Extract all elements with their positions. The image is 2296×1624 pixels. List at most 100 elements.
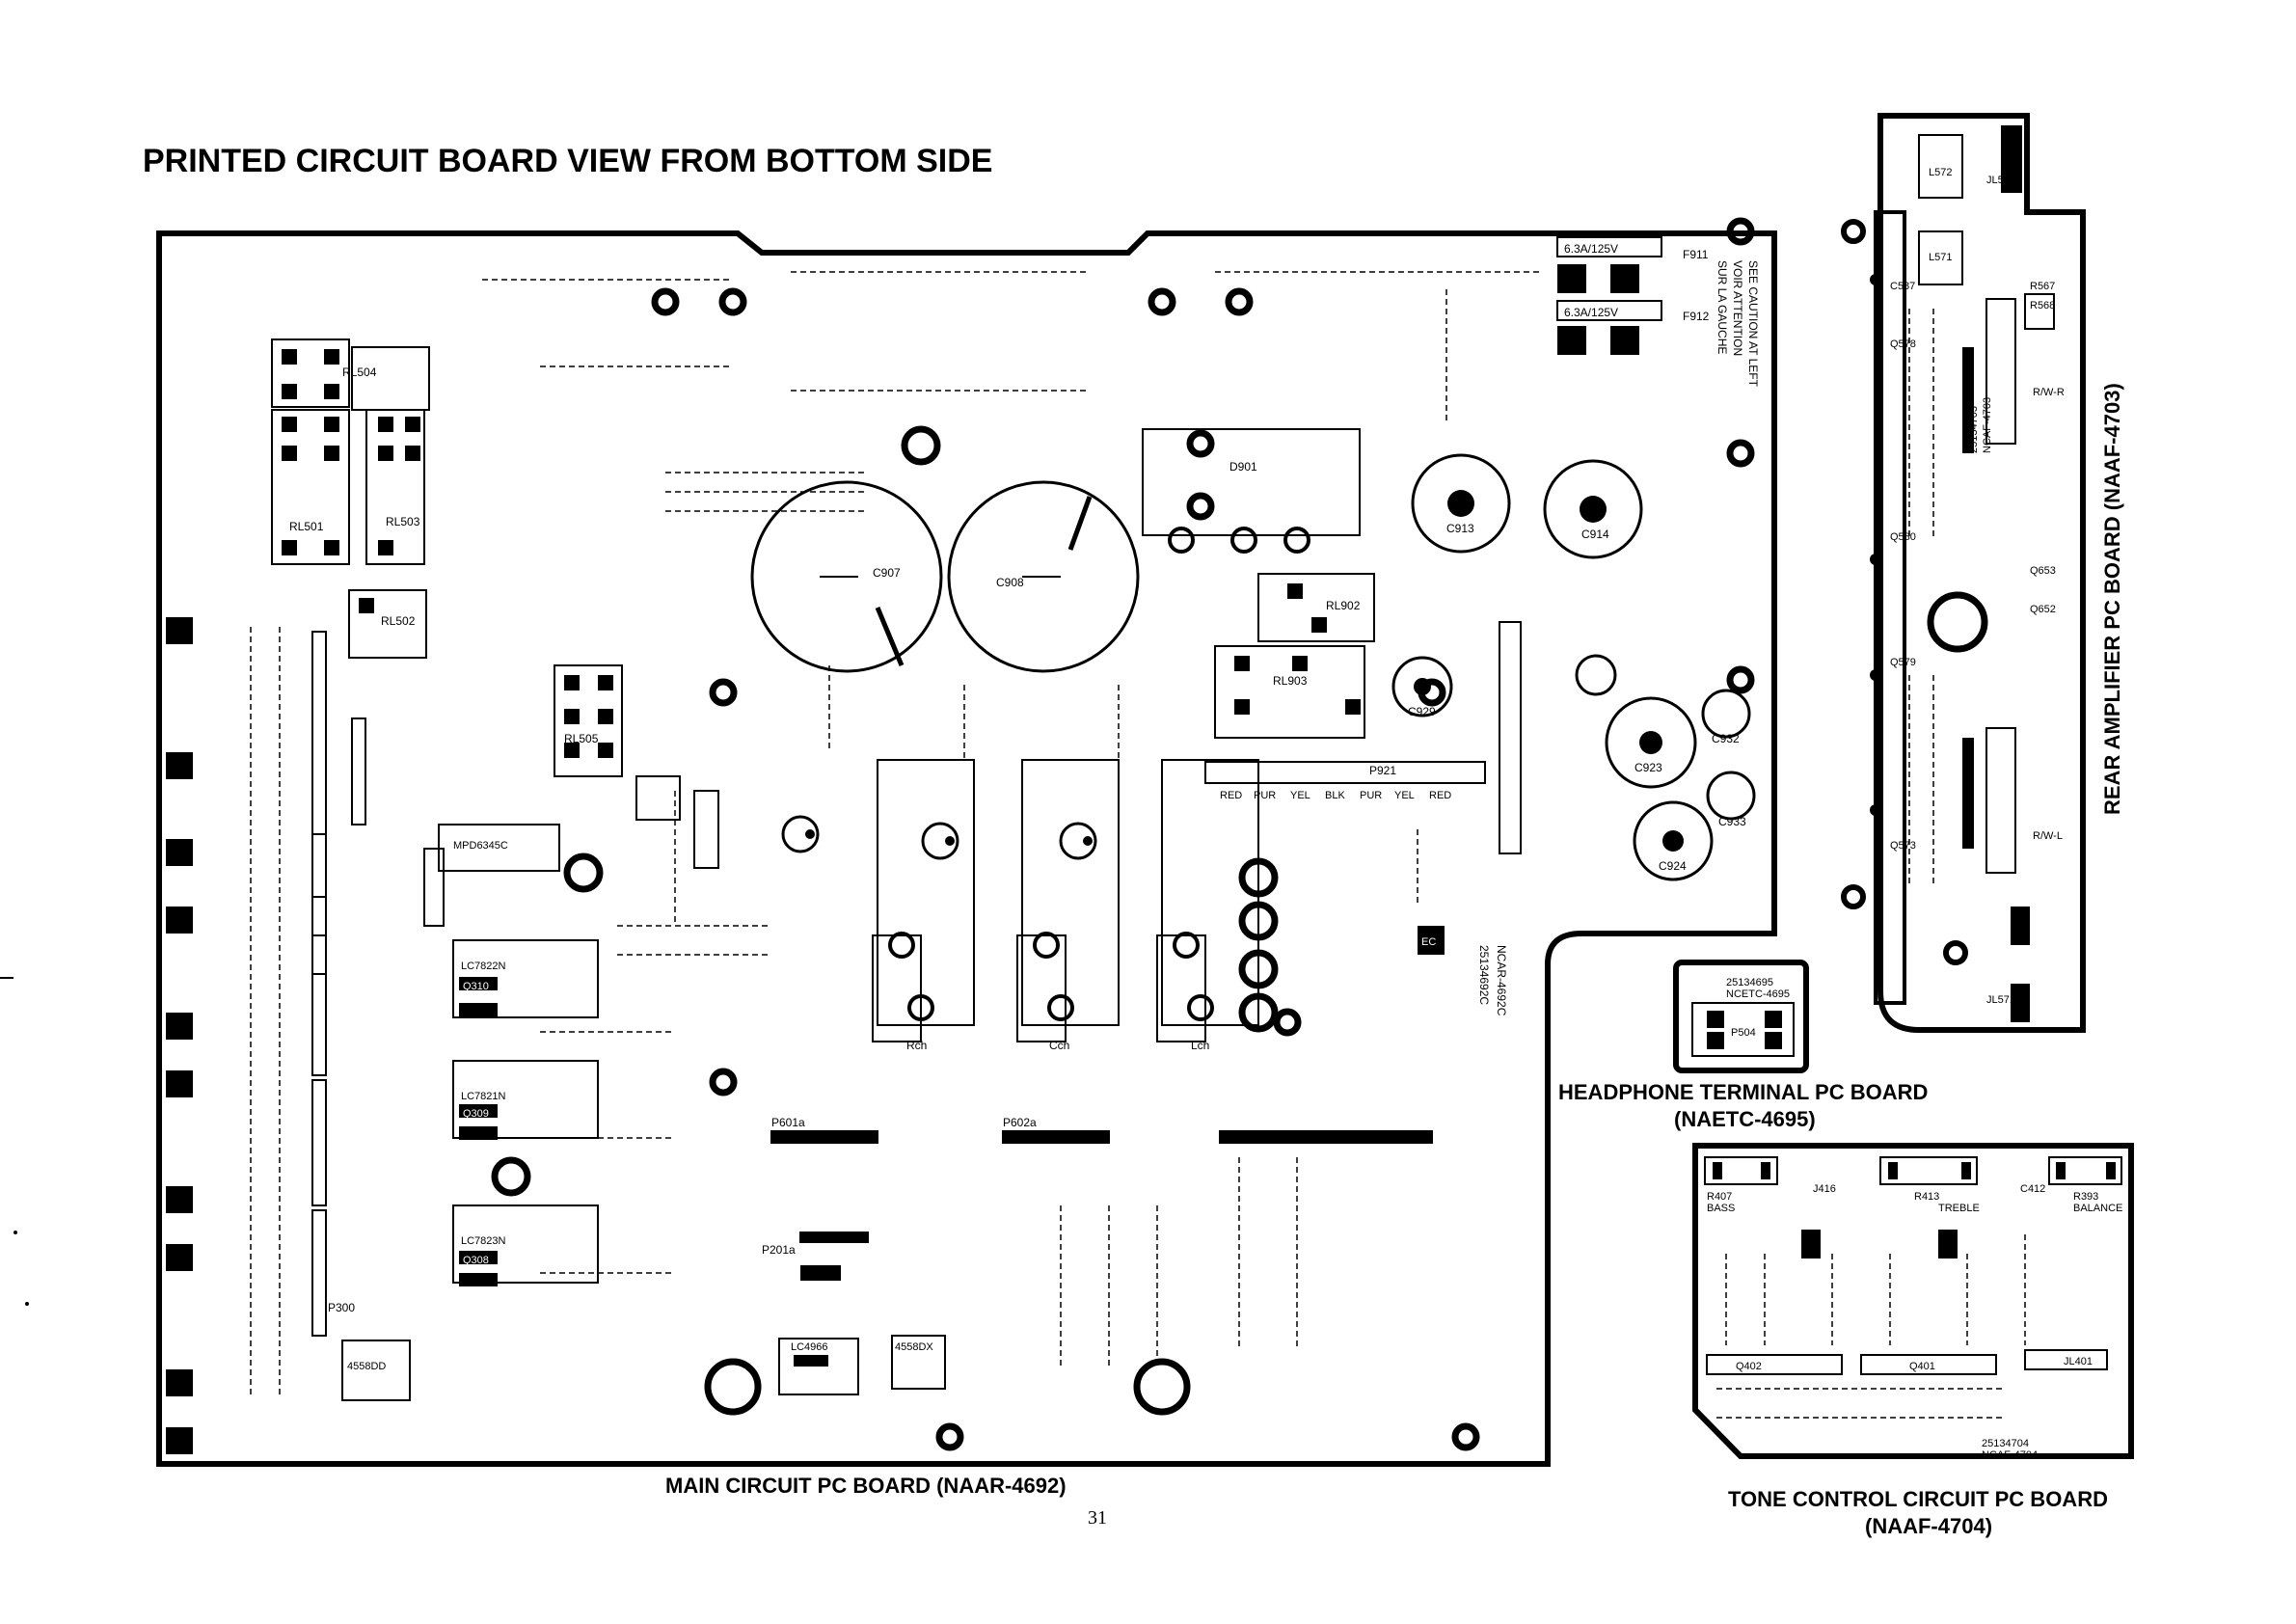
fuse-f911-rating: 6.3A/125V (1564, 242, 1618, 256)
svg-text:NCAR-4692C: NCAR-4692C (1495, 945, 1508, 1016)
ic-label: LC7823N (461, 1235, 506, 1247)
headphone-board-title-line1: HEADPHONE TERMINAL PC BOARD (1558, 1080, 1928, 1104)
svg-text:25134703: 25134703 (1968, 406, 1980, 453)
svg-text:RED: RED (1429, 790, 1451, 801)
trace-dashes (250, 271, 1543, 1398)
rear-label: Q652 (2030, 604, 2056, 615)
rear-label: Q580 (1890, 531, 1916, 543)
ic-label: MPD6345C (453, 840, 508, 852)
rear-label: JL572 (1986, 175, 2015, 186)
rear-label: Q653 (2030, 565, 2056, 577)
rear-label: R/W-R (2033, 387, 2065, 398)
ic-label: LC7822N (461, 961, 506, 972)
connector-label: P921 (1369, 764, 1396, 777)
svg-text:VOIR ATTENTION: VOIR ATTENTION (1731, 260, 1744, 356)
capacitor-label: C907 (873, 566, 901, 580)
ec-marker (1418, 926, 1445, 955)
fuse-f912-rating: 6.3A/125V (1564, 306, 1618, 319)
tone-board-title-line1: TONE CONTROL CIRCUIT PC BOARD (1728, 1487, 2108, 1511)
heat-sink-label-lch: Lch (1191, 1039, 1209, 1052)
heat-sink-label-cch: Cch (1049, 1039, 1069, 1052)
rear-board-code: 25134703 NCAF-4703 (1968, 397, 1993, 453)
relay-label: RL505 (564, 732, 599, 745)
capacitor-label: C908 (996, 576, 1024, 589)
svg-text:YEL: YEL (1394, 790, 1415, 801)
capacitor-label: C913 (1446, 522, 1474, 535)
tone-label-jl401: JL401 (2064, 1356, 2093, 1367)
relay-pins (282, 349, 1361, 758)
ic-label: LC4966 (791, 1341, 828, 1353)
main-circuit-board: C907 C908 C913 C914 C923 C924 C929 (156, 217, 1777, 1498)
rear-label: Q578 (1890, 338, 1916, 350)
tone-label-r407: R407 (1707, 1191, 1732, 1203)
large-mounting-holes (491, 425, 1279, 1416)
relay-label: RL503 (386, 515, 420, 528)
svg-text:PUR: PUR (1360, 790, 1382, 801)
rear-label: Q573 (1890, 840, 1916, 852)
capacitor-label: C923 (1634, 761, 1662, 774)
headphone-board-subcode: NCETC-4695 (1726, 988, 1790, 1000)
tone-label-balance: BALANCE (2073, 1203, 2122, 1214)
power-lead-colors: RED PUR YEL BLK PUR YEL RED (1220, 790, 1451, 801)
relay-label: RL501 (289, 520, 324, 533)
rear-label: Q579 (1890, 657, 1916, 668)
transistor-label: Q308 (463, 1255, 489, 1266)
caution-notice: SUR LA GAUCHE VOIR ATTENTION SEE CAUTION… (1715, 260, 1760, 388)
capacitor-label: C914 (1581, 528, 1609, 541)
rear-label: C587 (1890, 281, 1915, 292)
page-heading: PRINTED CIRCUIT BOARD VIEW FROM BOTTOM S… (143, 143, 992, 179)
diode-label: D901 (1229, 460, 1257, 474)
left-edge-connectors (166, 617, 193, 1454)
tone-control-board: R407 BASS R413 TREBLE R393 BALANCE Q402 … (1692, 1143, 2134, 1538)
headphone-terminal-board: P504 25134695 NCETC-4695 HEADPHONE TERMI… (1558, 960, 1928, 1131)
connector-strips (311, 621, 1522, 1337)
fuse-f912-label: F912 (1683, 310, 1710, 323)
tone-label-q402: Q402 (1736, 1361, 1762, 1372)
relay-label: RL903 (1273, 674, 1308, 688)
tone-label-bass: BASS (1707, 1203, 1735, 1214)
fuse-f911-label: F911 (1683, 248, 1709, 261)
tone-board-title-line2: (NAAF-4704) (1865, 1514, 1992, 1538)
bridge-rectifier-d901: D901 (1142, 428, 1361, 554)
headphone-connector-label: P504 (1731, 1027, 1756, 1039)
ribbon-jumpers (423, 775, 719, 927)
transistor-label: Q309 (463, 1108, 489, 1120)
tone-label-r393: R393 (2073, 1191, 2098, 1203)
main-board-outline (156, 230, 1777, 1467)
driver-transistors (781, 815, 1097, 860)
rear-amplifier-board: L572 L571 C587 Q578 Q580 Q579 Q573 Q653 … (1841, 113, 2124, 1033)
rear-label: R568 (2030, 300, 2055, 311)
tone-label-treble: TREBLE (1938, 1203, 1980, 1214)
power-capacitors-upper: C913 C914 (1411, 453, 1643, 559)
relay-label: RL502 (381, 614, 416, 628)
main-ics (341, 824, 946, 1401)
svg-text:NCAF-4703: NCAF-4703 (1982, 397, 1993, 453)
rear-board-title: REAR AMPLIFIER PC BOARD (NAAF-4703) (2100, 383, 2124, 815)
tone-board-code: 25134704 (1982, 1438, 2029, 1449)
headphone-board-code: 25134695 (1726, 977, 1773, 988)
rear-label-l572: L572 (1929, 167, 1952, 178)
svg-text:RED: RED (1220, 790, 1242, 801)
headphone-board-title-line2: (NAETC-4695) (1674, 1107, 1816, 1131)
svg-text:PUR: PUR (1254, 790, 1276, 801)
rear-board-outline (1877, 113, 2086, 1033)
heat-sink-label-rch: Rch (906, 1039, 927, 1052)
ic-label: 4558DX (895, 1341, 933, 1353)
ic-label: LC7821N (461, 1091, 506, 1102)
relay-group (271, 338, 1375, 777)
power-capacitors-lower: C923 C924 C929 C932 C933 (1391, 654, 1756, 881)
relay-label: RL902 (1326, 599, 1361, 612)
capacitor-label: C932 (1712, 732, 1740, 745)
capacitor-label: C929 (1408, 705, 1436, 718)
connector-label: P601a (771, 1116, 805, 1129)
svg-text:SUR LA GAUCHE: SUR LA GAUCHE (1715, 260, 1729, 354)
tone-label-q401: Q401 (1909, 1361, 1935, 1372)
fuse-block: 6.3A/125V F911 6.3A/125V F912 (1556, 236, 1710, 355)
ic-label: 4558DD (347, 1361, 386, 1372)
tone-label-r413: R413 (1914, 1191, 1939, 1203)
svg-text:BLK: BLK (1325, 790, 1345, 801)
rear-label: R/W-L (2033, 830, 2063, 842)
transistor-label: Q310 (463, 981, 489, 992)
svg-text:25134692C: 25134692C (1477, 945, 1491, 1005)
relay-label: RL504 (342, 365, 377, 379)
